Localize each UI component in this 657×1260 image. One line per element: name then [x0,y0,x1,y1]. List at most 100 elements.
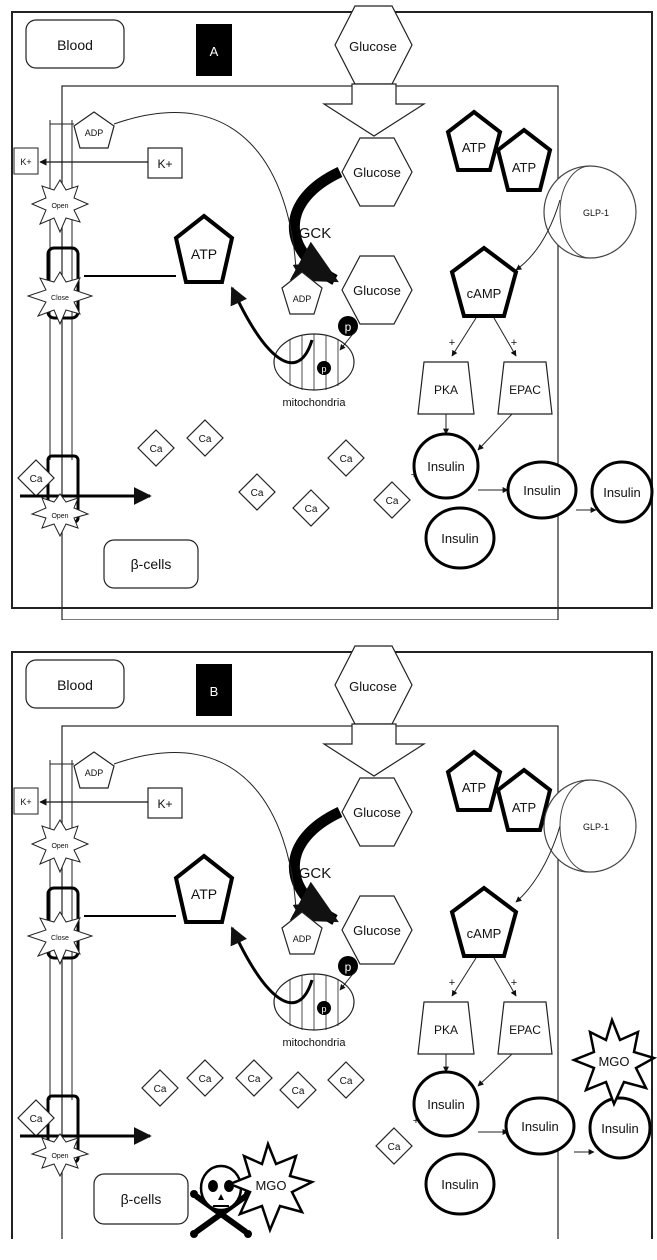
mitochondria-label: mitochondria [283,1037,347,1049]
ca-diamond-3: Ca [239,474,275,510]
svg-text:Ca: Ca [248,1074,261,1085]
svg-text:Blood: Blood [57,677,93,693]
glucose-outside-hexagon: Glucose [335,6,412,84]
insulin-low: Insulin [426,508,494,568]
insulin-main: Insulin [414,1072,478,1136]
svg-text:Ca: Ca [150,444,163,455]
pka-trapezoid: PKA [418,362,474,414]
svg-text:Insulin: Insulin [523,483,561,498]
svg-text:Glucose: Glucose [353,283,401,298]
blood-label: Blood [26,660,124,708]
panel-letter-badge: A [196,24,232,76]
glucose-p-hexagon: Glucose [342,256,412,324]
ca-diamond-6: Ca [376,1128,412,1164]
svg-text:Ca: Ca [30,474,43,485]
glp1-receptor: GLP-1 [544,780,636,872]
svg-text:Ca: Ca [199,1074,212,1085]
epac-to-insulin-arrow [478,414,512,450]
svg-text:Open: Open [51,513,68,520]
svg-text:p: p [345,960,352,974]
svg-text:Ca: Ca [154,1084,167,1095]
svg-text:Ca: Ca [292,1086,305,1097]
panel-letter-badge: B [196,664,232,716]
insulin-low: Insulin [426,1154,494,1214]
k-inside-box: K+ [148,148,182,178]
ca-diamond-4: Ca [293,490,329,526]
close-starburst: Close [28,912,92,964]
blood-label: Blood [26,20,124,68]
epac-trapezoid: EPAC [498,362,552,414]
svg-text:ADP: ADP [85,768,104,778]
mitochondria-label: mitochondria [283,397,347,409]
svg-text:Insulin: Insulin [601,1121,639,1136]
svg-text:Insulin: Insulin [441,1177,479,1192]
adp-top-pentagon: ADP [74,752,114,788]
svg-text:Glucose: Glucose [353,923,401,938]
insulin-mid: Insulin [508,462,576,518]
svg-text:ADP: ADP [85,128,104,138]
svg-text:β-cells: β-cells [121,1191,162,1207]
svg-text:Glucose: Glucose [353,805,401,820]
ca-diamond-4: Ca [280,1072,316,1108]
ca-diamond-3: Ca [236,1060,272,1096]
svg-text:ATP: ATP [462,780,486,795]
panel-a: Blood A Glucose Glucose GCK Glucose p p … [0,0,657,620]
insulin-out: Insulin [590,1098,650,1158]
svg-text:p: p [321,364,326,374]
svg-text:ATP: ATP [191,886,217,902]
svg-text:Insulin: Insulin [603,485,641,500]
glucose-inside-hexagon: Glucose [342,778,412,846]
svg-text:Open: Open [51,1153,68,1160]
svg-text:K+: K+ [20,157,31,167]
ca-diamond-5: Ca [328,1062,364,1098]
svg-text:p: p [345,320,352,334]
svg-text:Glucose: Glucose [349,679,397,694]
diagram-svg-b: Blood B Glucose Glucose GCK Glucose p p … [0,640,657,1239]
svg-text:K+: K+ [157,157,172,171]
epac-trapezoid: EPAC [498,1002,552,1054]
svg-text:Ca: Ca [305,504,318,515]
ca-diamond-1: Ca [138,430,174,466]
glucose-inside-hexagon: Glucose [342,138,412,206]
svg-text:Ca: Ca [30,1114,43,1125]
glp1-receptor: GLP-1 [544,166,636,258]
open-starburst-top: Open [32,820,88,872]
svg-text:ATP: ATP [191,246,217,262]
mgo-starburst-insulin: MGO [574,1020,654,1104]
svg-text:Ca: Ca [340,1076,353,1087]
svg-text:Insulin: Insulin [441,531,479,546]
open-starburst-bottom: Open [32,1134,88,1176]
svg-text:Ca: Ca [340,454,353,465]
svg-text:MGO: MGO [255,1178,286,1193]
pka-trapezoid: PKA [418,1002,474,1054]
plus-pka: + [449,337,455,349]
diagram-svg-a: Blood A Glucose Glucose GCK Glucose p p … [0,0,657,620]
glucose-p-hexagon: Glucose [342,896,412,964]
open-starburst-bottom: Open [32,494,88,536]
glucose-outside-hexagon: Glucose [335,646,412,724]
glucose-transport-arrow [324,84,424,136]
svg-text:PKA: PKA [434,1023,458,1037]
svg-text:ATP: ATP [512,160,536,175]
svg-text:Insulin: Insulin [427,1097,465,1112]
atp-left-pentagon: ATP [176,216,232,282]
svg-text:ATP: ATP [512,800,536,815]
svg-text:Ca: Ca [251,488,264,499]
svg-text:MGO: MGO [598,1054,629,1069]
beta-cells-label: β-cells [94,1174,188,1224]
svg-text:ADP: ADP [293,294,312,304]
ca-diamond-6: Ca [374,482,410,518]
adp-mito-pentagon: ADP [282,272,322,314]
adp-mito-pentagon: ADP [282,912,322,954]
svg-text:Close: Close [51,295,69,302]
phosphate-circle: p [338,316,358,336]
plus-epac: + [511,337,517,349]
camp-pentagon: cAMP [452,888,516,956]
beta-cells-label: β-cells [104,540,198,588]
phosphate-circle: p [338,956,358,976]
svg-text:EPAC: EPAC [509,1023,541,1037]
ca-diamond-2: Ca [187,420,223,456]
k-outside-box: K+ [14,788,38,814]
insulin-main: Insulin [414,434,478,498]
atp-right-pentagon-1: ATP [448,112,500,170]
